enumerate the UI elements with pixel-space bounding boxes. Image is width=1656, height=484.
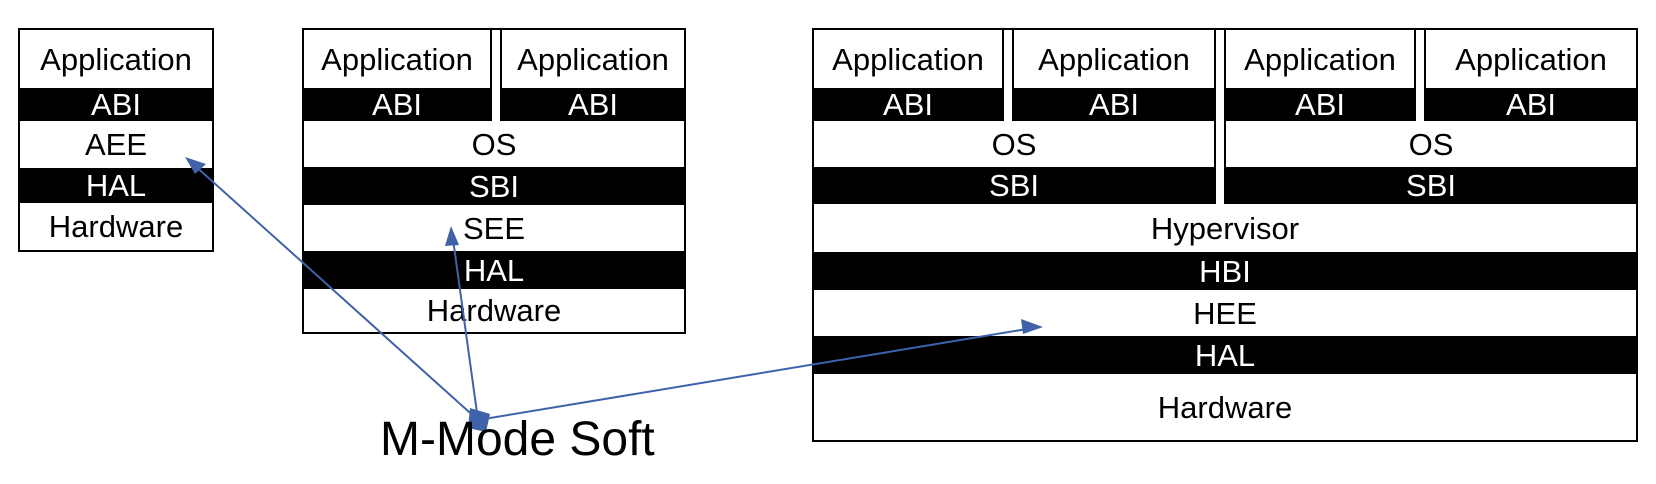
hal-bar: HAL (20, 168, 212, 203)
os-layer: OS (304, 121, 684, 167)
aee-layer: AEE (20, 121, 212, 168)
vm-left-os-layer: OS (814, 121, 1214, 167)
hee-layer: HEE (814, 290, 1636, 336)
hal-bar: HAL (814, 336, 1636, 374)
abi-bar: ABI (20, 88, 212, 121)
hal-bar: HAL (304, 251, 684, 289)
hardware-layer: Hardware (814, 374, 1636, 440)
hardware-layer: Hardware (304, 289, 684, 332)
see-layer: SEE (304, 205, 684, 251)
vm-left-sbi-bar: SBI (814, 167, 1214, 204)
abi-bar-right: ABI (502, 88, 684, 121)
vm-left-application-2: Application (1014, 30, 1214, 88)
vm-right-application-2: Application (1426, 30, 1636, 88)
vm-right-os-layer: OS (1226, 121, 1636, 167)
vm-divider (1214, 30, 1226, 204)
vm-right-application-1: Application (1226, 30, 1414, 88)
vm-left-abi-bar-2: ABI (1014, 88, 1214, 121)
abi-bar-left: ABI (304, 88, 490, 121)
vm-left-abi-bar-1: ABI (814, 88, 1002, 121)
vm-right-sbi-bar: SBI (1226, 167, 1636, 204)
sbi-bar: SBI (304, 167, 684, 205)
application-layer-left: Application (304, 30, 490, 88)
hypervisor-layer: Hypervisor (814, 204, 1636, 252)
vm-right-column-divider (1414, 30, 1426, 121)
application-layer: Application (20, 30, 212, 88)
application-layer-right: Application (502, 30, 684, 88)
hbi-bar: HBI (814, 252, 1636, 290)
vm-left-column-divider (1002, 30, 1014, 121)
vm-right-abi-bar-2: ABI (1426, 88, 1636, 121)
hardware-layer: Hardware (20, 203, 212, 250)
stack-hypervisor: Application Application ABI ABI OS SBI A… (812, 28, 1638, 442)
stack-os: Application Application ABI ABI OS SBI S… (302, 28, 686, 334)
vm-left-application-1: Application (814, 30, 1002, 88)
caption-m-mode-soft: M-Mode Soft (380, 413, 655, 466)
vm-right-abi-bar-1: ABI (1226, 88, 1414, 121)
column-divider (490, 30, 502, 121)
stack-application-only: Application ABI AEE HAL Hardware (18, 28, 214, 252)
